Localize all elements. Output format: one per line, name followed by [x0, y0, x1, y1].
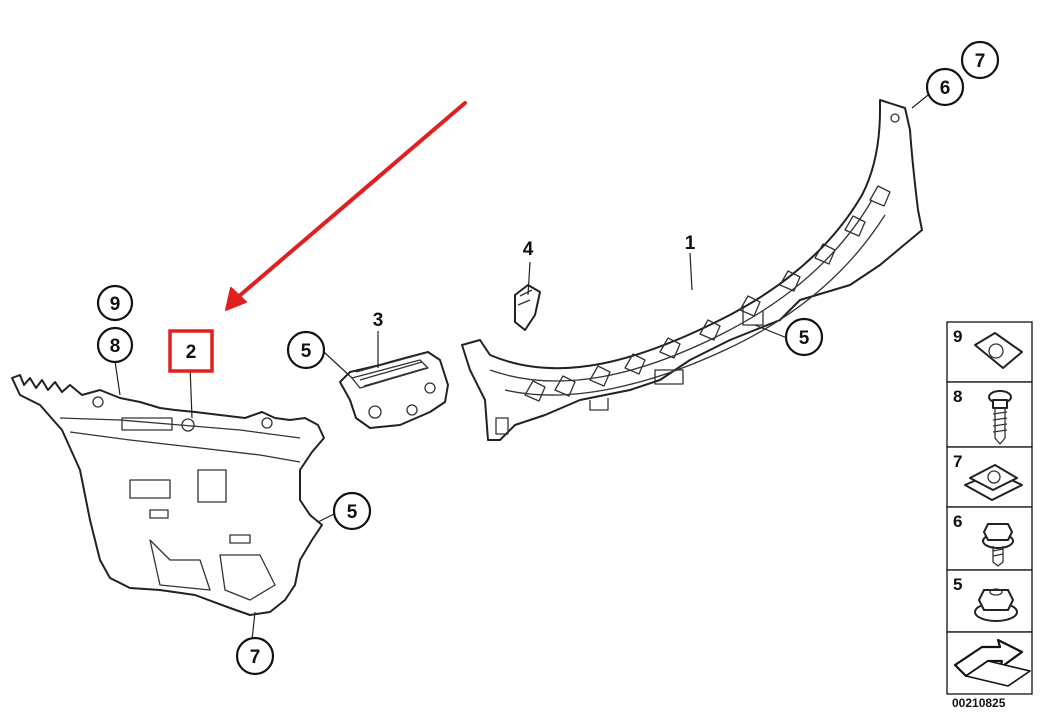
hardware-legend: 9 8 7 [946, 321, 1033, 695]
callout-3: 3 [373, 310, 384, 331]
highlight-arrow [225, 101, 467, 311]
svg-text:2: 2 [186, 342, 197, 363]
legend-direction [946, 631, 1033, 695]
callout-9: 9 [96, 284, 134, 322]
svg-text:4: 4 [523, 239, 534, 260]
clip-part [514, 284, 541, 331]
hex-bolt-icon [982, 523, 1014, 567]
svg-text:1: 1 [685, 233, 696, 254]
legend-item-7: 7 [946, 446, 1033, 508]
clip-nut-icon [974, 332, 1023, 369]
svg-text:9: 9 [110, 294, 121, 315]
callout-2-highlighted: 2 [168, 329, 214, 373]
callout-5-carrier: 5 [784, 317, 824, 357]
guide-part [339, 351, 449, 429]
legend-item-5: 5 [946, 569, 1033, 633]
legend-item-8: 8 [946, 381, 1033, 448]
callout-7-top: 7 [960, 40, 1000, 80]
callout-1: 1 [685, 233, 696, 254]
callout-6: 6 [925, 67, 965, 107]
svg-text:7: 7 [953, 452, 962, 471]
svg-text:5: 5 [799, 328, 810, 349]
callout-4: 4 [523, 239, 534, 260]
svg-text:5: 5 [953, 575, 962, 594]
side-bracket-part [11, 374, 325, 616]
leader-lines [114, 86, 939, 641]
bumper-carrier-part [461, 99, 923, 441]
hex-nut-icon [974, 588, 1018, 622]
screw-icon [988, 390, 1012, 445]
figure-id: 00210825 [952, 696, 1006, 710]
svg-text:7: 7 [975, 51, 986, 72]
legend-item-6: 6 [946, 506, 1033, 571]
svg-text:5: 5 [301, 341, 312, 362]
svg-text:8: 8 [953, 387, 962, 406]
callout-5-guide: 5 [286, 330, 326, 370]
svg-text:3: 3 [373, 310, 384, 331]
svg-text:8: 8 [110, 336, 121, 357]
svg-text:5: 5 [347, 502, 358, 523]
callout-8: 8 [96, 326, 134, 364]
callout-7-bottom: 7 [235, 636, 275, 676]
direction-arrow-icon [953, 638, 1031, 687]
spring-nut-icon [964, 464, 1023, 501]
svg-text:6: 6 [953, 512, 962, 531]
legend-item-9: 9 [946, 321, 1033, 383]
svg-text:9: 9 [953, 327, 962, 346]
callout-5-bracket: 5 [332, 491, 372, 531]
svg-text:6: 6 [940, 78, 951, 99]
svg-text:7: 7 [250, 647, 261, 668]
